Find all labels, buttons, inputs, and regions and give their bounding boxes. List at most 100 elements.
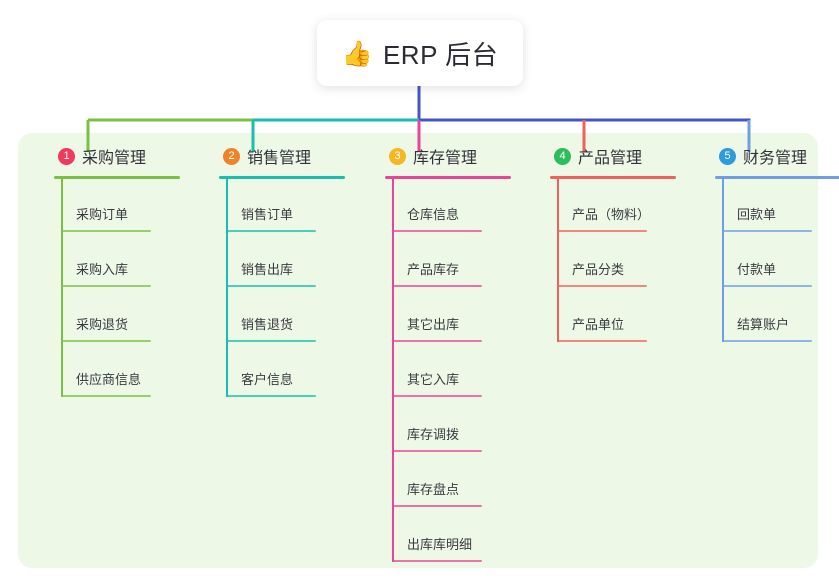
leaf-item-label: 其它出库 (407, 317, 460, 332)
category-column: 4 产品管理产品（物料） 产品分类产品单位 (532, 140, 698, 342)
category-number-badge: 4 (554, 147, 571, 165)
leaf-list: 产品（物料） 产品分类产品单位 (532, 177, 698, 342)
leaf-item-underline (61, 395, 151, 397)
leaf-item-underline (557, 285, 647, 287)
root-node[interactable]: 👍 ERP 后台 (317, 20, 523, 86)
leaf-item[interactable]: 采购退货 (36, 287, 202, 342)
leaf-item[interactable]: 产品单位 (532, 287, 698, 342)
leaf-item[interactable]: 采购订单 (36, 177, 202, 232)
leaf-item-underline (392, 560, 482, 562)
leaf-item-label: 客户信息 (241, 372, 294, 387)
category-number-badge: 2 (223, 147, 240, 165)
leaf-item-label: 结算账户 (737, 317, 790, 332)
leaf-item-label: 销售出库 (241, 262, 294, 277)
leaf-item[interactable]: 产品库存 (367, 232, 533, 287)
leaf-item[interactable]: 回款单 (697, 177, 839, 232)
leaf-item-underline (61, 285, 151, 287)
leaf-item[interactable]: 采购入库 (36, 232, 202, 287)
leaf-item-label: 库存盘点 (407, 482, 460, 497)
leaf-item[interactable]: 其它入库 (367, 342, 533, 397)
leaf-item[interactable]: 出库库明细 (367, 507, 533, 562)
leaf-item[interactable]: 客户信息 (201, 342, 367, 397)
category-number-badge: 5 (719, 147, 736, 165)
leaf-item-label: 仓库信息 (407, 207, 460, 222)
leaf-item-underline (226, 395, 316, 397)
category-header[interactable]: 4 产品管理 (532, 140, 698, 172)
category-number-badge: 3 (389, 147, 406, 165)
category-underline (54, 176, 180, 179)
leaf-item-label: 付款单 (737, 262, 777, 277)
category-title: 库存管理 (413, 150, 478, 167)
category-underline (550, 176, 676, 179)
leaf-item-underline (61, 340, 151, 342)
leaf-item-label: 产品库存 (407, 262, 460, 277)
leaf-item[interactable]: 库存盘点 (367, 452, 533, 507)
leaf-item[interactable]: 付款单 (697, 232, 839, 287)
leaf-item-underline (392, 505, 482, 507)
category-column: 3 库存管理仓库信息产品库存其它出库其它入库库存调拨库存盘点出库库明细 (367, 140, 533, 562)
leaf-item-label: 采购订单 (76, 207, 129, 222)
leaf-item-label: 销售订单 (241, 207, 294, 222)
leaf-item-underline (392, 230, 482, 232)
thumbs-up-icon: 👍 (341, 38, 373, 68)
leaf-item[interactable]: 供应商信息 (36, 342, 202, 397)
leaf-item[interactable]: 仓库信息 (367, 177, 533, 232)
leaf-item[interactable]: 产品（物料） (532, 177, 698, 232)
content-panel (18, 133, 818, 568)
leaf-item-label: 采购退货 (76, 317, 129, 332)
category-underline (219, 176, 345, 179)
category-number-badge: 1 (58, 147, 75, 165)
leaf-item-label: 产品单位 (572, 317, 625, 332)
leaf-item-label: 供应商信息 (76, 372, 142, 387)
leaf-item[interactable]: 销售订单 (201, 177, 367, 232)
leaf-item-underline (61, 230, 151, 232)
leaf-item[interactable]: 销售出库 (201, 232, 367, 287)
category-title: 产品管理 (578, 150, 643, 167)
leaf-item-underline (226, 285, 316, 287)
leaf-item-underline (722, 230, 812, 232)
leaf-list: 销售订单销售出库销售退货客户信息 (201, 177, 367, 397)
category-title: 财务管理 (743, 150, 808, 167)
branch-spine (392, 177, 394, 562)
category-column: 1 采购管理采购订单采购入库采购退货供应商信息 (36, 140, 202, 397)
branch-spine (61, 177, 63, 397)
category-title: 销售管理 (247, 150, 312, 167)
leaf-item-underline (392, 395, 482, 397)
category-underline (715, 176, 839, 179)
leaf-item[interactable]: 库存调拨 (367, 397, 533, 452)
category-header[interactable]: 5 财务管理 (697, 140, 839, 172)
category-column: 5 财务管理回款单付款单结算账户 (697, 140, 839, 342)
leaf-list: 仓库信息产品库存其它出库其它入库库存调拨库存盘点出库库明细 (367, 177, 533, 562)
leaf-item-underline (226, 340, 316, 342)
leaf-item-underline (557, 340, 647, 342)
leaf-item-underline (226, 230, 316, 232)
category-header[interactable]: 2 销售管理 (201, 140, 367, 172)
leaf-item-label: 其它入库 (407, 372, 460, 387)
category-header[interactable]: 3 库存管理 (367, 140, 533, 172)
leaf-item-label: 产品（物料） (572, 207, 651, 222)
leaf-list: 回款单付款单结算账户 (697, 177, 839, 342)
leaf-item-label: 销售退货 (241, 317, 294, 332)
leaf-item-underline (392, 285, 482, 287)
leaf-item-label: 采购入库 (76, 262, 129, 277)
branch-spine (226, 177, 228, 397)
leaf-item-underline (557, 230, 647, 232)
root-title: ERP 后台 (382, 39, 499, 70)
leaf-item-underline (722, 340, 812, 342)
category-title: 采购管理 (82, 150, 147, 167)
leaf-item-label: 库存调拨 (407, 427, 460, 442)
category-column: 2 销售管理销售订单销售出库销售退货客户信息 (201, 140, 367, 397)
leaf-item[interactable]: 产品分类 (532, 232, 698, 287)
leaf-item-underline (392, 450, 482, 452)
leaf-item[interactable]: 结算账户 (697, 287, 839, 342)
branch-spine (557, 177, 559, 342)
leaf-item[interactable]: 销售退货 (201, 287, 367, 342)
leaf-item[interactable]: 其它出库 (367, 287, 533, 342)
leaf-item-underline (392, 340, 482, 342)
leaf-item-label: 出库库明细 (407, 537, 473, 552)
leaf-item-label: 回款单 (737, 207, 777, 222)
category-header[interactable]: 1 采购管理 (36, 140, 202, 172)
leaf-item-underline (722, 285, 812, 287)
category-underline (385, 176, 511, 179)
